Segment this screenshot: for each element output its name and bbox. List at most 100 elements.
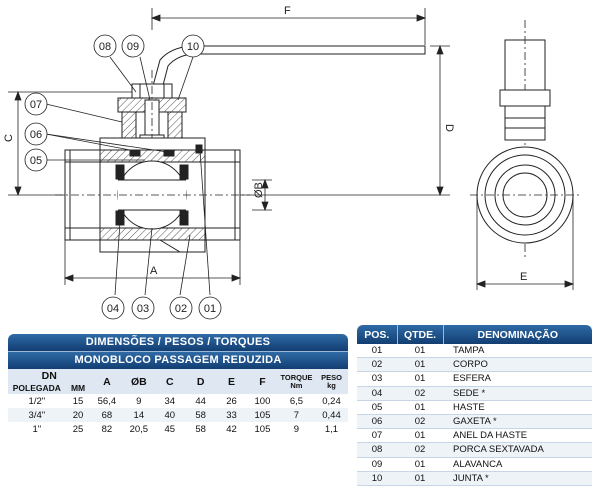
callout-08 (93, 34, 117, 58)
table-cell: 20,5 (123, 422, 155, 436)
part-quantity: 01 (397, 344, 443, 359)
dim-label-e: E (520, 271, 527, 283)
table-cell: 0,44 (314, 408, 348, 422)
col-header-c: C (154, 369, 186, 394)
part-quantity: 01 (397, 400, 443, 415)
table-cell: 1" (8, 422, 66, 436)
table-cell: 1,1 (314, 422, 348, 436)
peso-label: PESO (321, 372, 342, 382)
dim-label-c: C (3, 134, 15, 142)
callout-01 (198, 296, 222, 320)
table-cell: 58 (185, 408, 217, 422)
packing (129, 149, 141, 157)
callout-label-05: 05 (30, 155, 42, 167)
dim-label-b: ØB (253, 182, 265, 198)
table-cell: 9 (277, 422, 315, 436)
callout-label-02: 02 (175, 303, 187, 315)
part-position: 05 (357, 400, 397, 415)
sub-header-mm: MM (65, 382, 91, 394)
table-cell: 0,24 (314, 394, 348, 408)
part-name: HASTE (443, 400, 592, 415)
part-quantity: 01 (397, 428, 443, 444)
seat-right (179, 164, 189, 180)
dimensions-table: DIMENSÕES / PESOS / TORQUES MONOBLOCO PA… (8, 334, 348, 436)
table-cell: 3/4" (8, 408, 66, 422)
dn-header: DN (8, 369, 91, 382)
table-cell: 20 (65, 408, 91, 422)
valve-side-view (470, 20, 580, 260)
callout-label-10: 10 (187, 41, 199, 53)
part-quantity: 02 (397, 414, 443, 430)
part-position: 10 (357, 471, 397, 486)
callout-04 (101, 296, 125, 320)
sub-header-polegada: POLEGADA (8, 382, 66, 394)
part-position: 06 (357, 414, 397, 430)
table-cell: 7 (277, 408, 315, 422)
parts-header-pos: POS. (357, 325, 398, 344)
part-quantity: 02 (397, 386, 443, 401)
part-quantity: 01 (397, 357, 443, 373)
table-cell: 82 (90, 422, 124, 436)
table-cell: 26 (216, 394, 247, 408)
table-cell: 45 (154, 422, 186, 436)
callout-02 (169, 296, 193, 320)
part-name: CORPO (443, 357, 592, 373)
table-cell: 9 (123, 394, 155, 408)
valve-drawing: F D C A E ØB 08 09 10 07 06 (3, 5, 580, 320)
part-position: 09 (357, 457, 397, 472)
torque-label: TORQUE (280, 372, 313, 382)
dim-label-a: A (150, 265, 158, 277)
dims-table-title: DIMENSÕES / PESOS / TORQUES (8, 334, 348, 351)
table-cell: 68 (90, 408, 124, 422)
part-name: TAMPA (443, 344, 592, 359)
table-cell: 34 (154, 394, 186, 408)
dim-label-d: D (443, 124, 455, 132)
part-quantity: 01 (397, 457, 443, 472)
table-cell: 6,5 (277, 394, 315, 408)
callout-label-07: 07 (30, 99, 42, 111)
callout-label-06: 06 (30, 129, 42, 141)
table-cell: 44 (185, 394, 217, 408)
seat-left (115, 164, 125, 180)
callout-05 (24, 148, 48, 172)
parts-header-name: DENOMINAÇÃO (443, 325, 592, 344)
col-header-b: ØB (123, 369, 155, 394)
part-name: JUNTA * (443, 471, 592, 486)
part-name: PORCA SEXTAVADA (443, 442, 592, 458)
col-header-torque: TORQUE Nm (277, 369, 315, 394)
table-cell: 1/2" (8, 394, 66, 408)
part-name: ANEL DA HASTE (443, 428, 592, 444)
callout-markers (24, 34, 222, 320)
callout-label-01: 01 (204, 303, 216, 315)
callout-03 (131, 296, 155, 320)
gasket (195, 144, 203, 154)
part-quantity: 01 (397, 471, 443, 486)
parts-header-qty: QTDE. (397, 325, 444, 344)
table-cell: 58 (185, 422, 217, 436)
dimension-labels: F D C A E ØB (3, 5, 527, 283)
table-cell: 105 (247, 408, 278, 422)
peso-unit: kg (327, 380, 336, 390)
col-header-peso: PESO kg (314, 369, 348, 394)
dims-table-subtitle: MONOBLOCO PASSAGEM REDUZIDA (8, 351, 348, 369)
part-name: ALAVANCA (443, 457, 592, 472)
part-position: 01 (357, 344, 397, 359)
col-header-f: F (247, 369, 278, 394)
col-header-a: A (90, 369, 124, 394)
part-quantity: 02 (397, 442, 443, 458)
table-cell: 40 (154, 408, 186, 422)
part-name: SEDE * (443, 386, 592, 401)
part-position: 04 (357, 386, 397, 401)
callout-07 (24, 92, 48, 116)
dim-label-f: F (284, 5, 291, 17)
